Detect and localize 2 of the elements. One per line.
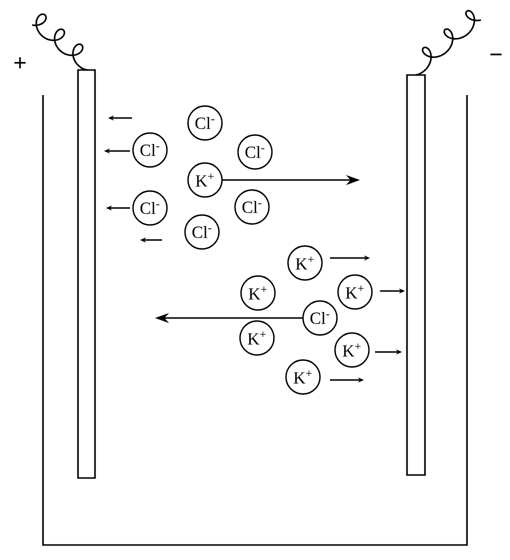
polarity-sign: − bbox=[490, 54, 502, 56]
polarity-sign: + bbox=[14, 57, 26, 68]
